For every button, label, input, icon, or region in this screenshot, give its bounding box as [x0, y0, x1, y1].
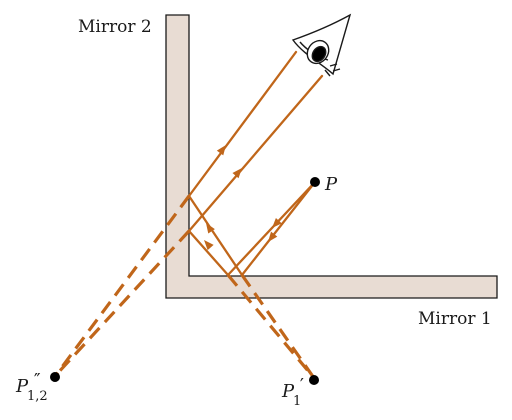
arrow-b2: [206, 223, 215, 234]
image-point-p1: [309, 375, 319, 385]
ray-arrows: [204, 145, 282, 251]
image-point-p12: [50, 372, 60, 382]
eye-icon: [291, 13, 352, 77]
object-point-p: [310, 177, 320, 187]
ray-b-from-p: [240, 180, 317, 277]
image-1-base: P: [281, 381, 295, 402]
corner-mirror: [165, 14, 498, 299]
arrow-b1: [268, 231, 278, 242]
ray-b-reflect-m1: [187, 194, 244, 277]
light-rays: [187, 50, 324, 277]
ray-a-reflect-m1: [187, 229, 230, 277]
virtual-ray-extensions: [54, 195, 316, 380]
image-12-prime: ″: [34, 370, 41, 391]
image-12-label: P ″ 1,2: [15, 370, 48, 404]
image-1-sub: 1: [293, 394, 301, 409]
mirror-2-label: Mirror 2: [78, 17, 152, 37]
arrow-a2: [204, 240, 214, 251]
ray-a-to-eye: [187, 74, 324, 233]
arrow-b3: [216, 145, 226, 156]
arrow-a1: [272, 217, 282, 228]
mirror-1-label: Mirror 1: [418, 309, 492, 329]
ray-b-to-eye: [187, 50, 298, 198]
extension-to-p12-a: [54, 229, 191, 377]
ray-a-from-p: [226, 180, 317, 277]
image-12-sub: 1,2: [27, 389, 48, 404]
extension-to-p1-a: [226, 273, 316, 380]
object-label: P: [324, 174, 338, 195]
image-1-label: P ′ 1: [281, 375, 310, 409]
extension-to-p12-b: [54, 195, 191, 376]
image-12-base: P: [15, 376, 29, 397]
arrow-a3: [232, 168, 242, 179]
image-1-prime: ′: [300, 375, 304, 396]
